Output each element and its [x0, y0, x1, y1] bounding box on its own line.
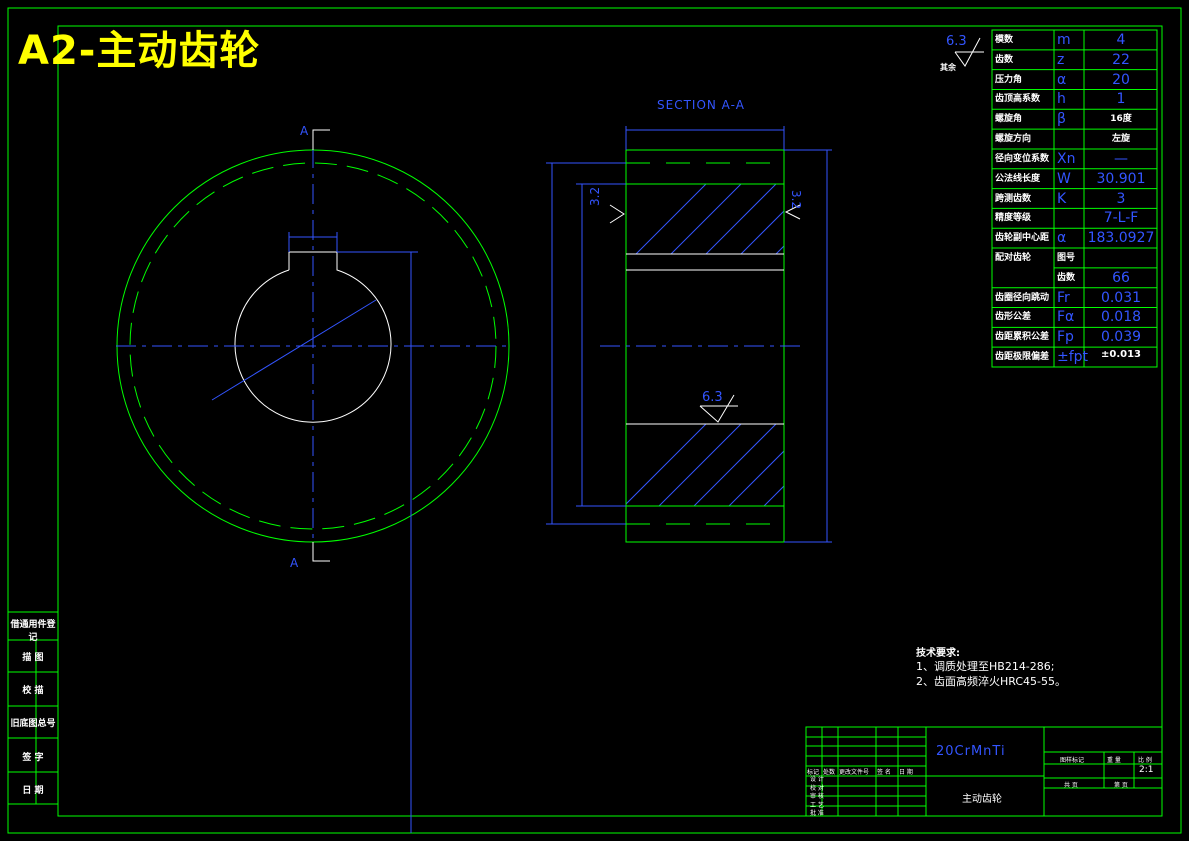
param-value: 183.0927	[1087, 230, 1155, 247]
param-value: 0.018	[1100, 309, 1142, 326]
side-label-4: 旧底图总号	[10, 719, 56, 729]
param-symbol: h	[1057, 91, 1066, 108]
side-label-5: 签 字	[22, 753, 44, 763]
rev-header: 标记	[807, 769, 820, 776]
param-value: 3	[1116, 190, 1126, 207]
param-row-lines	[992, 49, 1157, 348]
scale-value: 2:1	[1139, 765, 1154, 775]
param-symbol: 图号	[1057, 252, 1076, 263]
rev-header: 更改文件号	[839, 769, 870, 776]
role-label: 批 准	[810, 810, 824, 817]
rev-header: 签 名	[877, 769, 891, 776]
cut-marker-bottom: A	[290, 556, 299, 570]
section-title: SECTION A-A	[657, 98, 745, 112]
weight-label: 重 量	[1107, 757, 1121, 764]
param-value: 16度	[1110, 114, 1132, 125]
param-symbol: z	[1057, 51, 1065, 68]
param-symbol: ±fpt	[1057, 349, 1089, 366]
param-value: 0.031	[1100, 289, 1142, 306]
param-label: 跨测齿数	[995, 193, 1032, 204]
title-block-rev-lines	[806, 727, 926, 816]
param-symbol: α	[1057, 230, 1067, 247]
front-view	[116, 129, 510, 833]
param-value: 左旋	[1111, 134, 1130, 145]
right-roughness-value: 3.2	[789, 190, 803, 210]
general-roughness-note: 其余	[940, 63, 956, 72]
material: 20CrMnTi	[936, 744, 1006, 759]
param-symbol: K	[1057, 190, 1067, 207]
tech-title: 技术要求:	[916, 648, 960, 659]
ratio-label: 比 例	[1138, 757, 1152, 764]
stage-mark-label: 图样标记	[1060, 757, 1085, 764]
param-value: 4	[1116, 31, 1126, 48]
role-label: 工 艺	[810, 801, 824, 809]
sheet-total: 共 页	[1064, 782, 1078, 789]
param-value: —	[1114, 150, 1128, 167]
param-value: 1	[1116, 91, 1126, 108]
inner-frame	[57, 25, 1163, 817]
tech-note-2: 2、齿面高频淬火HRC45-55。	[916, 675, 1067, 688]
role-label: 校 对	[810, 784, 824, 792]
bore-roughness-value: 6.3	[702, 390, 723, 405]
title-block-grid	[805, 726, 1163, 817]
side-block-lines	[8, 611, 58, 805]
param-label: 齿形公差	[995, 312, 1032, 323]
param-symbol: Fα	[1057, 309, 1075, 326]
param-symbol: α	[1057, 71, 1067, 88]
side-label-3: 校 描	[22, 686, 44, 696]
param-label: 公法线长度	[995, 173, 1041, 184]
bore-keyway	[234, 251, 392, 423]
param-value: 22	[1112, 51, 1130, 68]
param-label: 螺旋角	[995, 114, 1023, 125]
cut-marker-top: A	[300, 124, 309, 138]
param-value: 30.901	[1096, 170, 1146, 187]
outer-frame	[7, 7, 1182, 834]
param-symbol: Xn	[1057, 150, 1076, 167]
param-table-grid	[991, 29, 1158, 368]
left-roughness-value: 3.2	[588, 186, 602, 206]
param-label: 齿距极限偏差	[995, 352, 1050, 363]
role-label: 审 核	[810, 793, 824, 800]
side-label-1: 借通用件登记	[10, 620, 56, 643]
param-symbol: Fr	[1057, 289, 1070, 306]
param-label: 齿顶高系数	[995, 94, 1041, 105]
param-symbol: W	[1057, 170, 1071, 187]
param-label: 螺旋方向	[995, 134, 1032, 145]
general-roughness-symbol	[954, 37, 981, 67]
param-label: 齿数	[995, 54, 1014, 65]
param-label: 齿圈径向跳动	[995, 292, 1050, 303]
param-label: 精度等级	[995, 213, 1032, 224]
param-value: 20	[1112, 71, 1130, 88]
param-label: 齿轮副中心距	[995, 233, 1050, 244]
rev-header: 处数	[823, 769, 836, 776]
param-label: 径向变位系数	[995, 153, 1050, 164]
section-view	[546, 126, 832, 543]
param-label: 压力角	[995, 74, 1023, 85]
rev-header: 日 期	[899, 769, 913, 776]
param-label: 模数	[995, 34, 1014, 45]
param-value: 7-L-F	[1103, 210, 1139, 227]
part-name: 主动齿轮	[962, 794, 1002, 805]
param-value: 0.039	[1100, 329, 1142, 346]
param-symbol: β	[1057, 111, 1066, 128]
tech-note-1: 1、调质处理至HB214-286;	[916, 660, 1055, 673]
param-symbol: m	[1057, 31, 1071, 48]
general-roughness-value: 6.3	[946, 34, 967, 49]
side-label-6: 日 期	[22, 786, 44, 796]
sheet-number: 第 页	[1114, 782, 1128, 789]
param-value: ±0.013	[1100, 349, 1141, 361]
param-label: 配对齿轮	[995, 252, 1032, 263]
side-label-2: 描 图	[22, 653, 44, 663]
drawing-title: A2-主动齿轮	[18, 28, 261, 74]
param-symbol: Fp	[1057, 329, 1074, 346]
role-label: 设 计	[810, 776, 824, 783]
param-label: 齿距累积公差	[995, 332, 1050, 343]
param-symbol: 齿数	[1057, 272, 1076, 283]
param-value: 66	[1112, 269, 1130, 286]
